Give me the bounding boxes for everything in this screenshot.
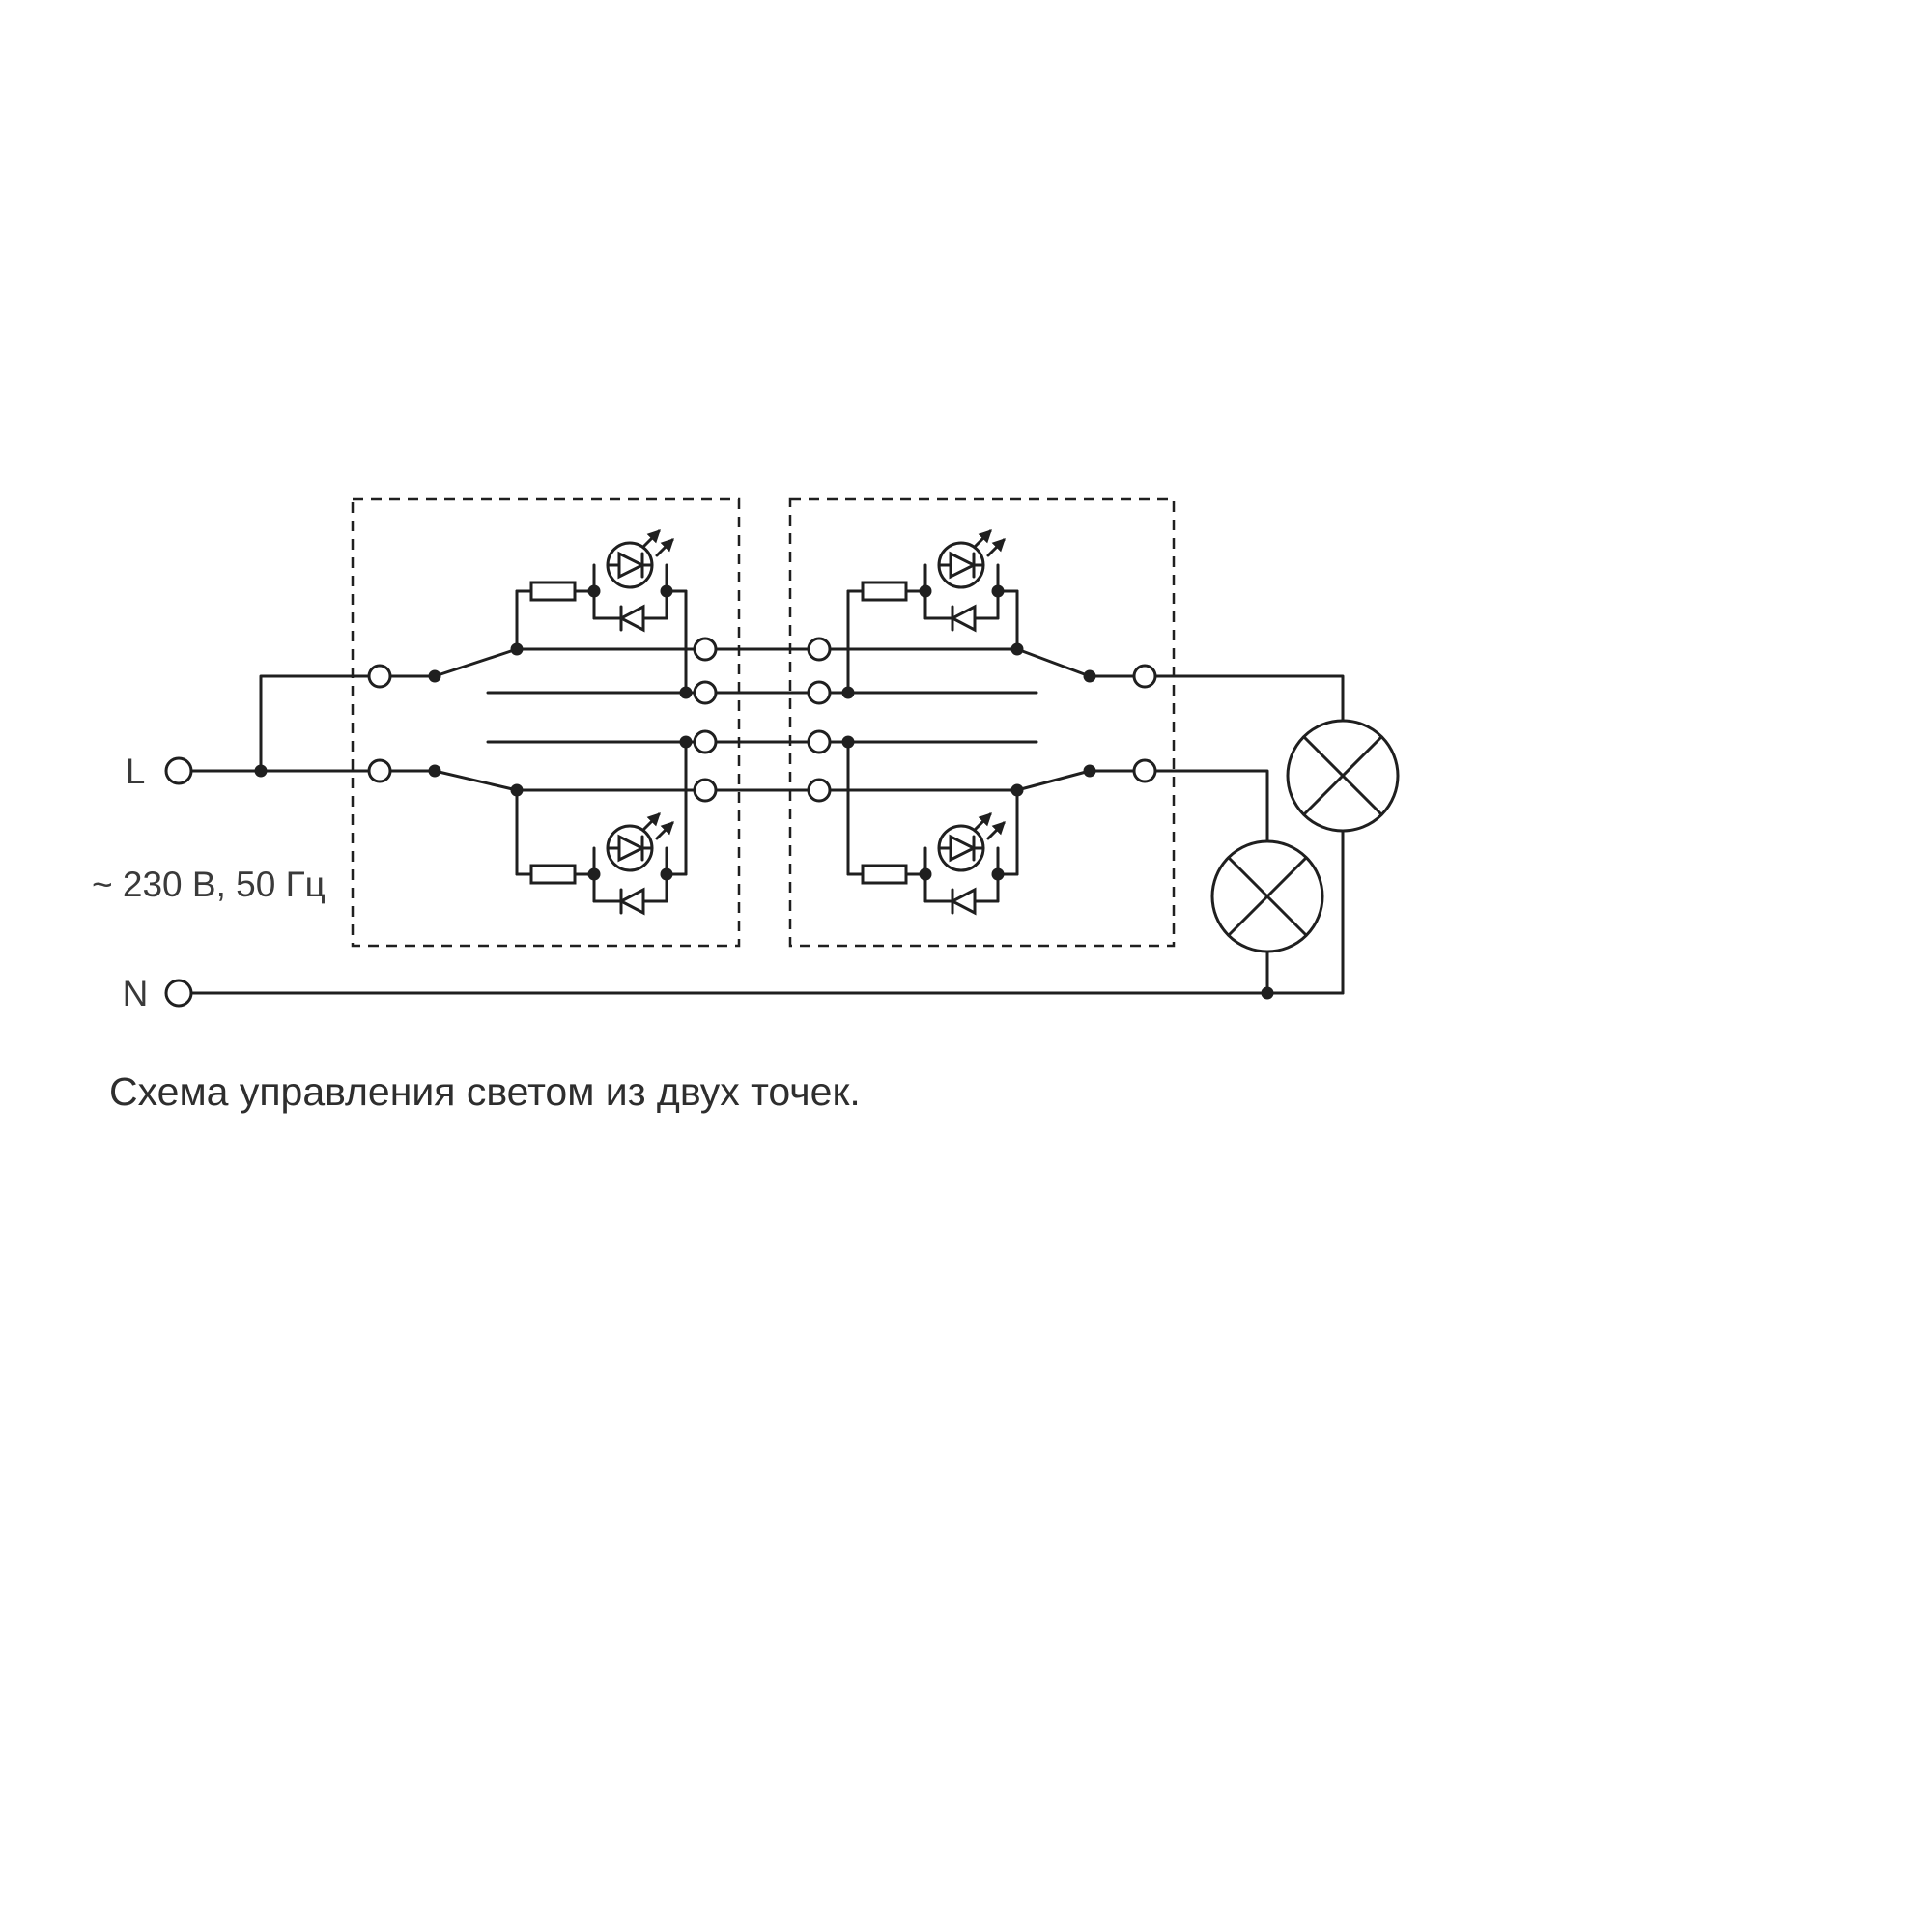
wiring bbox=[187, 589, 1345, 995]
right-switch-top-wires bbox=[828, 647, 1136, 695]
neutral-label: N bbox=[123, 974, 149, 1013]
junction-dot bbox=[428, 764, 441, 778]
left-switch-top-wires bbox=[388, 647, 696, 695]
diagram-caption: Схема управления светом из двух точек. bbox=[109, 1069, 861, 1114]
junction-dots bbox=[254, 642, 1274, 1000]
junction-dot bbox=[510, 783, 524, 797]
terminal bbox=[693, 729, 718, 754]
terminal bbox=[693, 778, 718, 803]
terminal bbox=[367, 664, 392, 689]
junction-dot bbox=[841, 735, 855, 749]
led-indicator-right-top bbox=[848, 531, 1017, 630]
junction-dot bbox=[1010, 642, 1024, 656]
lamp-2 bbox=[1210, 839, 1324, 953]
led-indicator-left-top bbox=[517, 531, 686, 630]
led-indicator-left-bottom bbox=[517, 814, 686, 913]
junction-dot bbox=[841, 686, 855, 699]
junction-dot bbox=[254, 764, 268, 778]
right-switch-bottom-wires bbox=[828, 740, 1136, 792]
terminal bbox=[1132, 758, 1157, 783]
terminal bbox=[807, 729, 832, 754]
led-indicator-right-bottom bbox=[848, 814, 1017, 913]
switch-enclosure-left bbox=[351, 497, 741, 948]
terminal bbox=[807, 680, 832, 705]
lamp-feed-wires bbox=[1153, 674, 1345, 843]
junction-dot bbox=[1010, 783, 1024, 797]
junction-dot bbox=[679, 686, 693, 699]
junction-dot bbox=[428, 669, 441, 683]
line-label: L bbox=[126, 752, 146, 791]
terminal bbox=[693, 680, 718, 705]
lamp-1 bbox=[1286, 719, 1400, 833]
terminal bbox=[807, 637, 832, 662]
terminal bbox=[807, 778, 832, 803]
lamp-return-wires bbox=[1265, 829, 1345, 995]
junction-dot bbox=[510, 642, 524, 656]
terminals bbox=[164, 637, 1157, 1008]
junction-dot bbox=[1083, 669, 1096, 683]
junction-dot bbox=[1261, 986, 1274, 1000]
terminal bbox=[1132, 664, 1157, 689]
switch-enclosure-right bbox=[788, 497, 1176, 948]
left-switch-bottom-wires bbox=[388, 740, 696, 792]
terminal bbox=[693, 637, 718, 662]
traveler-link-wires bbox=[714, 647, 810, 792]
junction-dot bbox=[1083, 764, 1096, 778]
junction-dot bbox=[679, 735, 693, 749]
line-feed-wires bbox=[187, 674, 371, 773]
terminal bbox=[367, 758, 392, 783]
line-input-terminal bbox=[164, 756, 193, 785]
voltage-label: ~ 230 В, 50 Гц bbox=[92, 865, 326, 904]
neutral-input-terminal bbox=[164, 979, 193, 1008]
indicator-leg-wires bbox=[515, 589, 1019, 876]
